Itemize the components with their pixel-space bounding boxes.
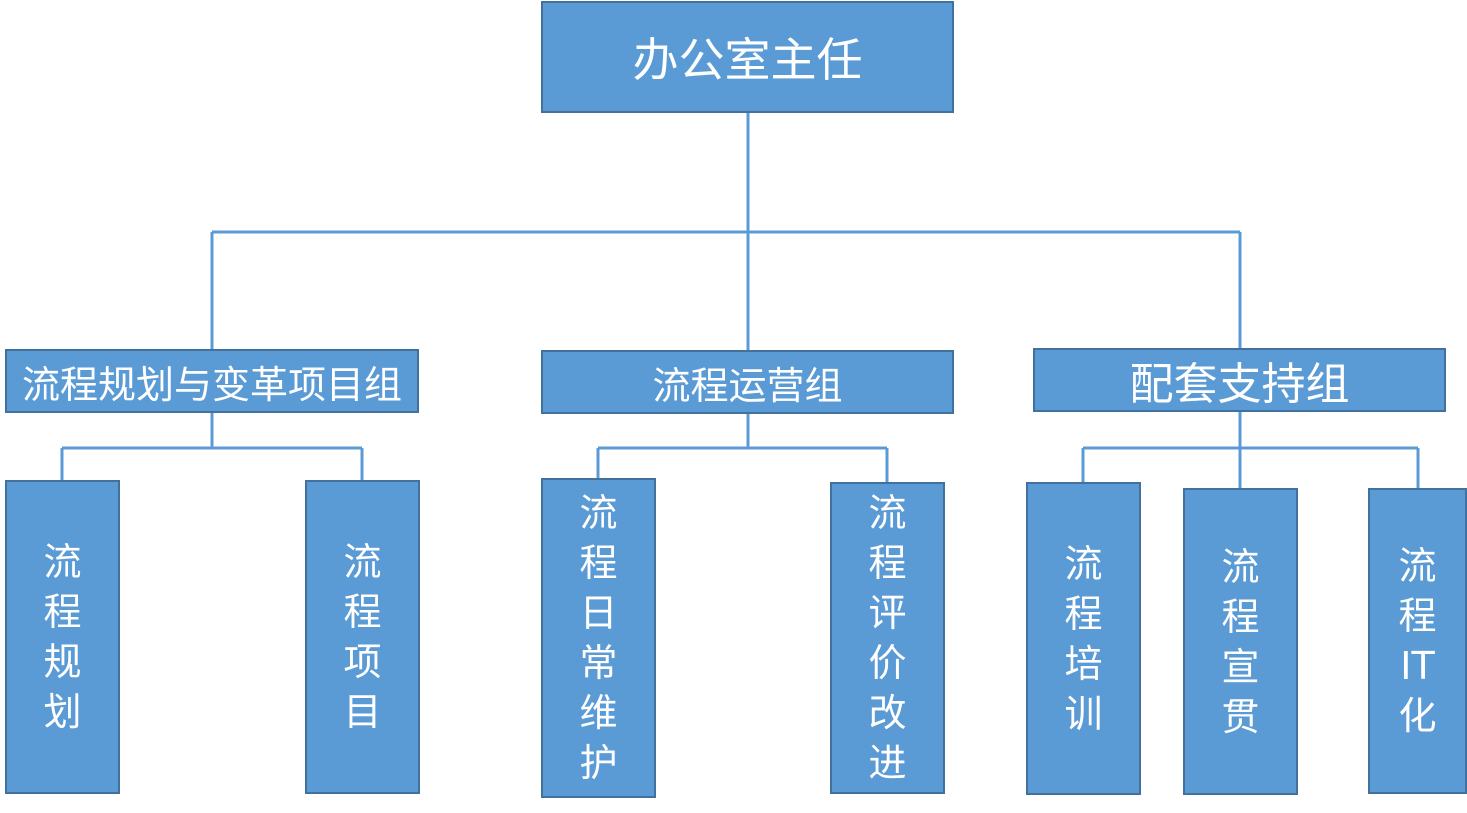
group-node-planning: 流程规划与变革项目组 <box>5 349 419 413</box>
leaf-node-label: 流程规划 <box>43 540 82 734</box>
group-node-label: 流程规划与变革项目组 <box>21 362 402 407</box>
leaf-node-label: 流程培训 <box>1064 541 1103 736</box>
leaf-node-label: 流程IT化 <box>1398 544 1437 738</box>
leaf-node-evaluation-improvement: 流程评价改进 <box>830 482 945 794</box>
leaf-node-process-planning: 流程规划 <box>5 480 120 794</box>
group-node-label: 配套支持组 <box>1129 359 1350 410</box>
root-node-label: 办公室主任 <box>632 33 863 87</box>
leaf-node-label: 流程项目 <box>343 540 382 734</box>
group-node-operations: 流程运营组 <box>541 350 954 414</box>
group-node-support: 配套支持组 <box>1033 348 1446 412</box>
leaf-node-process-training: 流程培训 <box>1026 482 1141 795</box>
leaf-node-label: 流程评价改进 <box>868 491 907 785</box>
root-node: 办公室主任 <box>541 1 954 113</box>
leaf-node-process-promotion: 流程宣贯 <box>1183 488 1298 795</box>
group-node-label: 流程运营组 <box>652 363 843 408</box>
leaf-node-daily-maintenance: 流程日常维护 <box>541 478 656 798</box>
leaf-node-label: 流程日常维护 <box>579 491 618 785</box>
leaf-node-process-it: 流程IT化 <box>1368 488 1467 794</box>
leaf-node-label: 流程宣贯 <box>1221 544 1260 739</box>
leaf-node-process-projects: 流程项目 <box>305 480 420 794</box>
